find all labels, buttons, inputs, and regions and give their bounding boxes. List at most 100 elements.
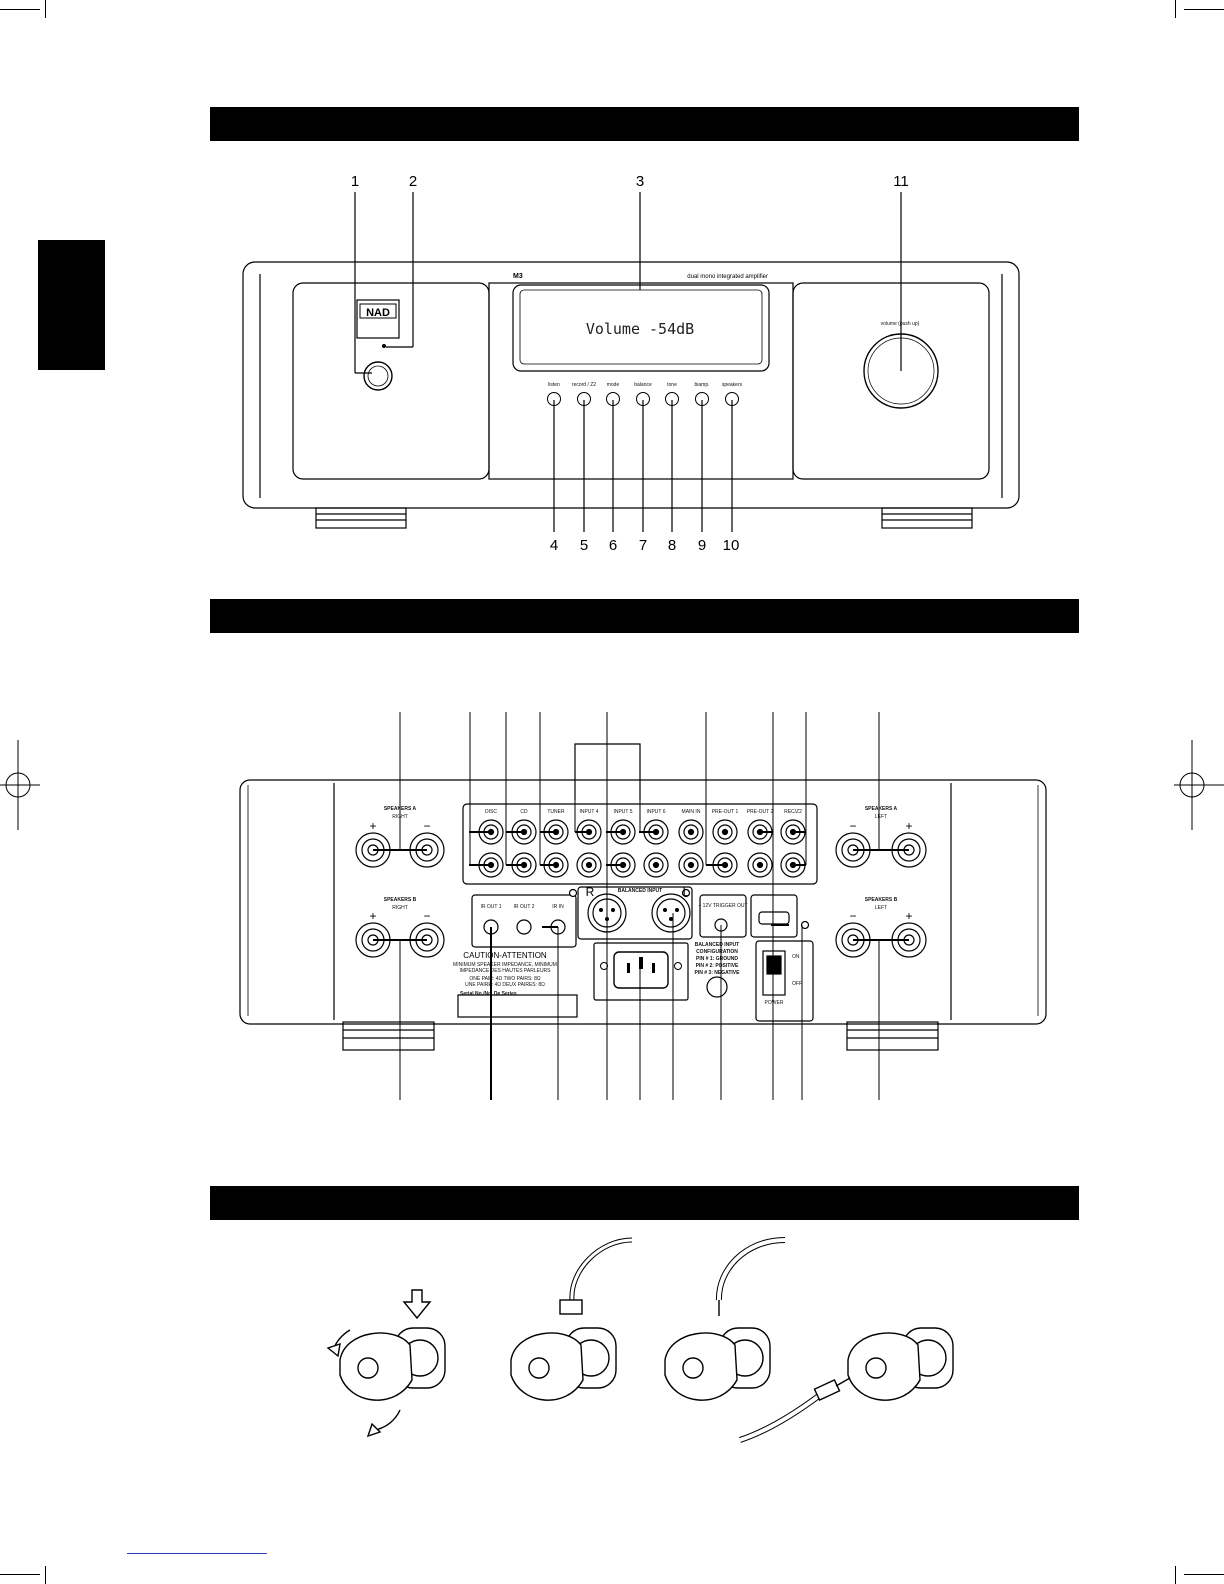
crop-mark [1184,9,1224,10]
bal-config-line-5: PIN # 3: NEGATIVE [695,970,741,976]
tone-button-label: tone [667,382,677,388]
mode-button-label: mode [607,382,620,388]
balance-button-label: balance [634,382,652,388]
crop-mark [0,1574,40,1575]
bal-config-line-3: PIN # 1: GROUND [696,956,738,962]
label-main-in: MAIN IN [682,809,701,815]
label-rec-z2: REC/Z2 [784,809,802,815]
label-left-b: LEFT [875,905,887,911]
minus-sign: − [849,819,856,833]
label-speakers-b-left: SPEAKERS B [865,897,898,903]
model-tagline: dual mono integrated amplifier [687,274,768,280]
label-tuner: TUNER [547,809,565,815]
rca-input-labels: DISC CD TUNER INPUT 4 INPUT 5 INPUT 6 MA… [485,809,802,815]
rear-top-leaders [399,712,880,925]
callout-11: 11 [893,173,909,190]
crop-mark [1175,1566,1176,1584]
section-header-speaker-terminals [210,1186,1079,1220]
label-input-6: INPUT 6 [646,809,665,815]
record-button-label: record / Z2 [572,382,596,388]
speakers-button-label: speakers [722,382,743,388]
callout-6: 6 [609,537,617,554]
label-ir-in: IR IN [552,904,564,910]
label-pre-out-2: PRE-OUT 2 [747,809,774,815]
plus-sign: + [369,819,376,833]
callout-9: 9 [698,537,706,554]
minus-sign: − [423,819,430,833]
label-balanced-input: BALANCED INPUT [618,888,662,894]
front-callout-leaders [354,192,902,532]
callout-8: 8 [668,537,676,554]
label-bal-l: L [683,885,690,899]
rear-bottom-leaders [399,913,880,1100]
rear-jumper-bars [373,831,909,1100]
caution-title: CAUTION-ATTENTION [463,951,547,960]
registration-mark-right [1174,740,1224,830]
minus-sign: − [423,909,430,923]
label-input-5: INPUT 5 [613,809,632,815]
section-header-rear-panel [210,599,1079,633]
nad-logo-inner [359,303,397,319]
label-trigger: + 12V TRIGGER OUT [698,903,747,909]
label-left-a: LEFT [875,814,887,820]
crop-mark [1175,0,1176,18]
terminal-step-1 [326,1289,446,1438]
terminal-step-4 [739,1327,954,1443]
display-readout: Volume -54dB [586,320,694,338]
volume-knob-label: volume (push up) [881,321,920,327]
power-on-label: ON [792,954,800,960]
label-ir-out-2: IR OUT 2 [513,904,534,910]
callout-7: 7 [639,537,647,554]
label-speakers-a-left: SPEAKERS A [865,806,898,812]
power-label: POWER [765,1000,784,1006]
terminal-step-3 [664,1237,786,1401]
plus-sign: + [369,909,376,923]
label-bal-r: R [586,885,595,899]
bal-config-line-2: CONFIGURATION [696,949,738,955]
label-cd: CD [520,809,528,815]
plus-sign: + [905,909,912,923]
iec-pins [627,957,655,973]
label-right-b: RIGHT [392,905,408,911]
label-pre-out-1: PRE-OUT 1 [712,809,739,815]
registration-mark-left [0,740,40,830]
model-name: M3 [513,273,523,280]
minus-sign: − [849,909,856,923]
bal-config-line-1: BALANCED INPUT [695,942,739,948]
callout-5: 5 [580,537,588,554]
crop-mark [0,9,40,10]
label-speakers-b-right: SPEAKERS B [384,897,417,903]
standby-led [382,344,386,348]
listen-button-label: listen [548,382,560,388]
label-disc: DISC [485,809,497,815]
rear-panel [239,743,1047,1051]
footer-line [127,1553,267,1554]
callout-2: 2 [409,173,417,190]
label-ir-out-1: IR OUT 1 [480,904,501,910]
rca-jacks [478,819,806,878]
front-panel [242,261,1020,529]
bal-config-line-4: PIN # 2: POSITIVE [696,963,739,969]
biamp-button-label: biamp. [694,382,709,388]
speaker-terminals-rear [355,832,927,998]
callout-1: 1 [351,173,359,190]
callout-10: 10 [723,537,740,554]
callout-3: 3 [636,173,644,190]
plus-sign: + [905,819,912,833]
power-button-ring [367,365,389,387]
section-header-front-panel [210,107,1079,141]
caution-line-4: UNE PAIRE: 4Ω DEUX PAIRES: 8Ω [465,982,545,988]
iec-screw [600,962,608,970]
callout-4: 4 [550,537,558,554]
iec-screw [674,962,682,970]
caution-line-3: ONE PAIR: 4Ω TWO PAIRS: 8Ω [469,976,540,982]
label-input-4: INPUT 4 [579,809,598,815]
terminal-step-2 [510,1237,633,1401]
caution-line-2: IMPEDANCE DES HAUTES PARLEURS [459,968,551,974]
nad-logo-text: NAD [366,307,390,319]
caution-line-1: MINIMUM SPEAKER IMPEDANCE, MINIMUM [453,962,557,968]
power-off-label: OFF [792,981,802,987]
crop-mark [1184,1574,1224,1575]
serial-label: Serial No./No. De Series [460,991,517,997]
